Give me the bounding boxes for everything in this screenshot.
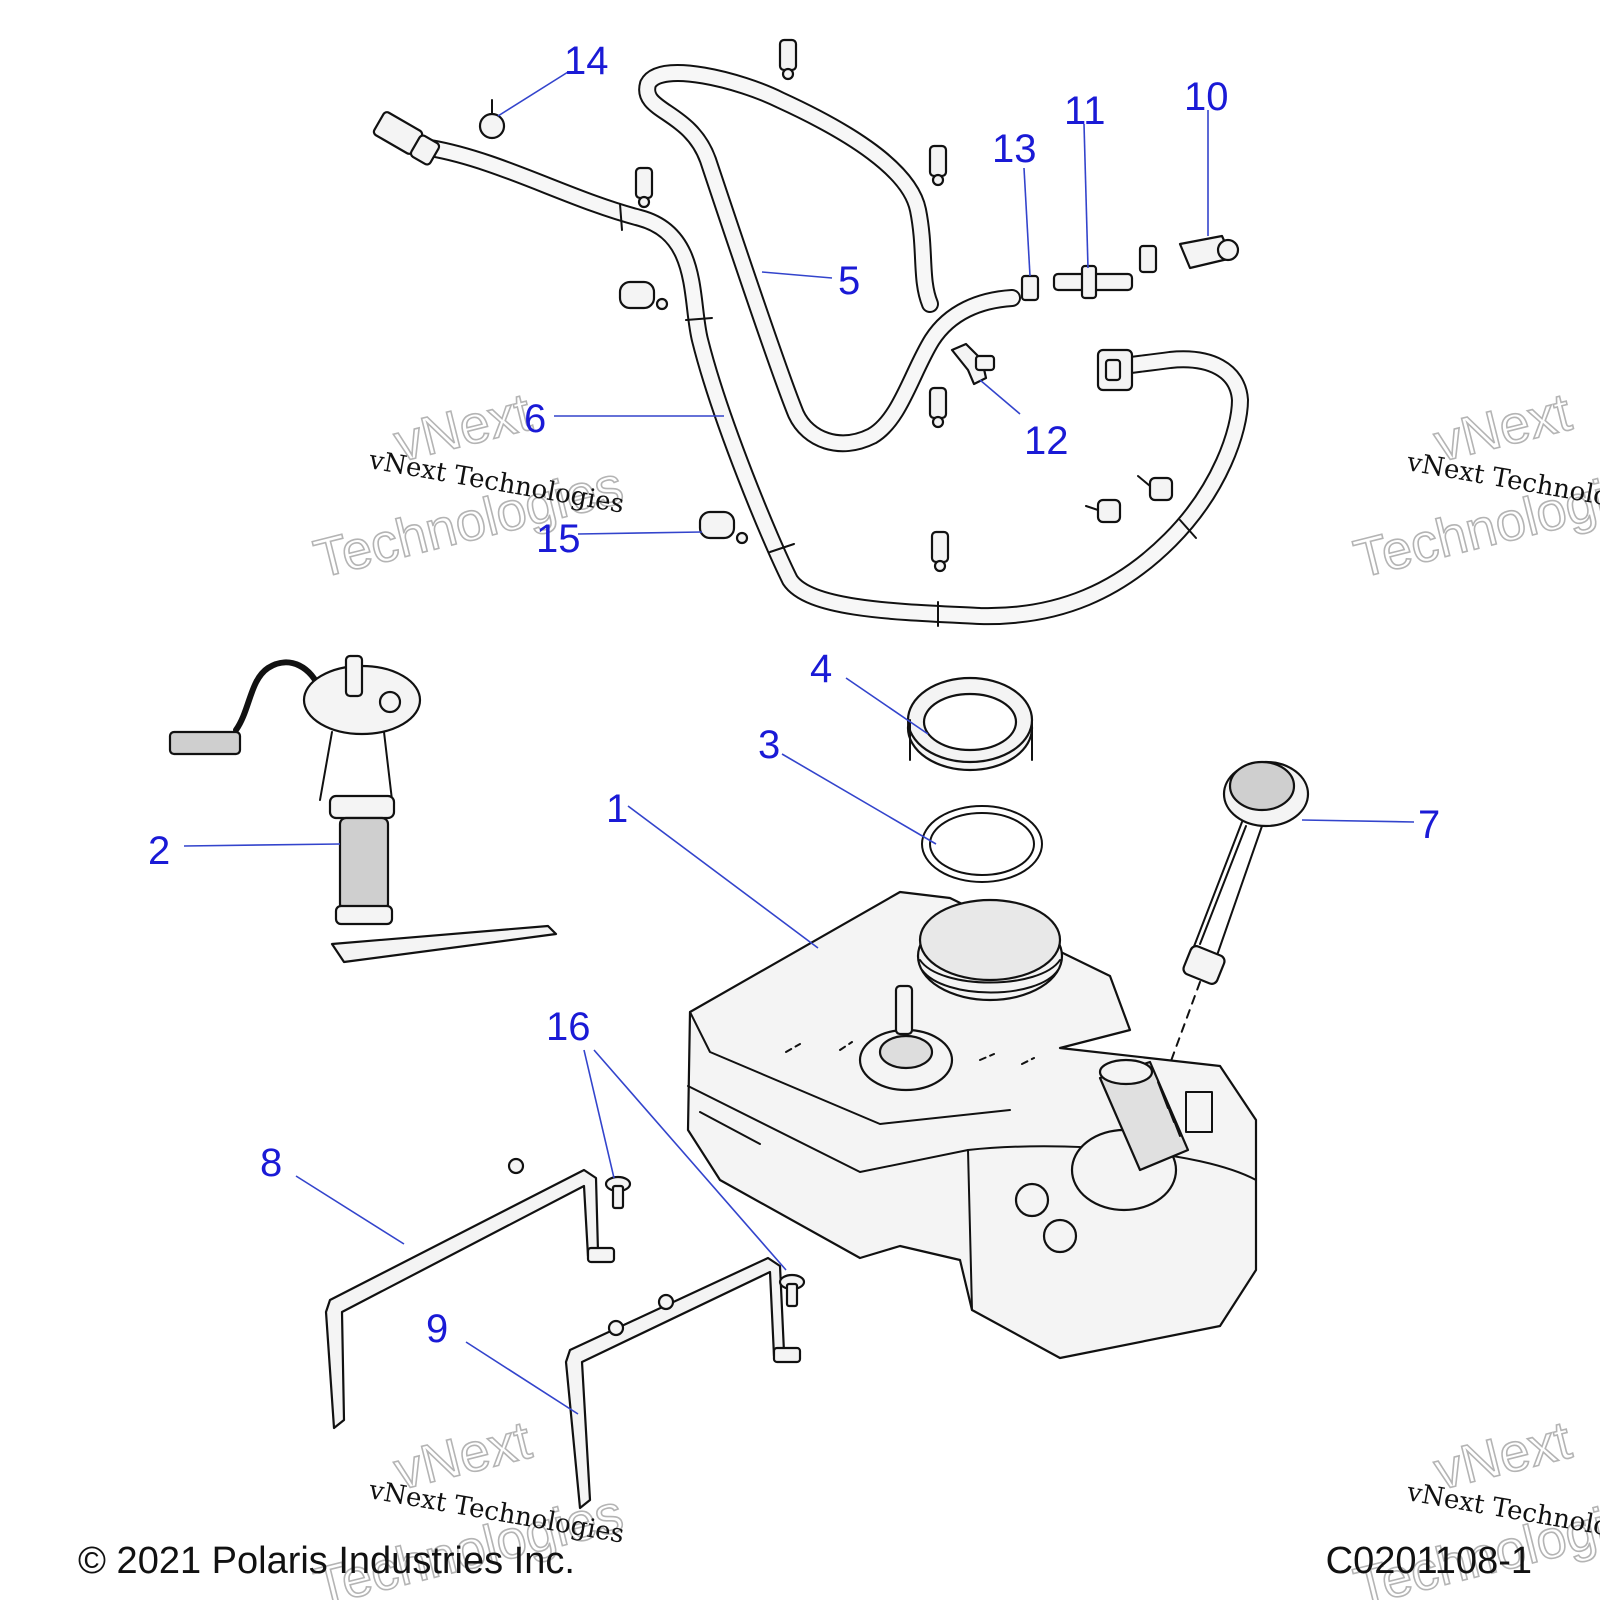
push-clip bbox=[928, 386, 948, 429]
drawing-number: C0201108-1 bbox=[1325, 1540, 1532, 1582]
bracket-8 bbox=[324, 1157, 616, 1430]
callout-13: 13 bbox=[992, 127, 1037, 171]
callout-14: 14 bbox=[564, 39, 609, 83]
vent-fitting-13 bbox=[1020, 274, 1040, 302]
hose-connector-right bbox=[1096, 348, 1134, 392]
push-clip bbox=[1137, 475, 1174, 502]
gasket-3 bbox=[921, 805, 1043, 883]
leader-lines bbox=[183, 71, 1415, 1415]
watermark-left: vNext Technologies vNext Technologies bbox=[308, 381, 630, 590]
callout-11: 11 bbox=[1064, 89, 1106, 133]
fuel-tank-1 bbox=[686, 890, 1258, 1360]
callout-8: 8 bbox=[260, 1141, 282, 1185]
lock-ring-4 bbox=[906, 676, 1034, 772]
fuel-cap-7 bbox=[1163, 760, 1310, 1081]
hose-clamp-15 bbox=[698, 510, 749, 545]
vent-hose-5 bbox=[638, 64, 1021, 453]
push-clip bbox=[778, 38, 798, 81]
callout-1: 1 bbox=[606, 787, 628, 831]
callout-16: 16 bbox=[546, 1005, 591, 1049]
callout-7: 7 bbox=[1418, 803, 1440, 847]
push-clip bbox=[928, 144, 948, 187]
push-clip bbox=[634, 166, 654, 209]
push-clip bbox=[1085, 498, 1122, 524]
callout-6: 6 bbox=[524, 397, 546, 441]
cap-10 bbox=[1178, 234, 1240, 270]
hose-clamp bbox=[618, 280, 669, 311]
hose-connector-left bbox=[372, 111, 441, 166]
copyright-notice: © 2021 Polaris Industries Inc. bbox=[78, 1540, 575, 1582]
callout-9: 9 bbox=[426, 1307, 448, 1351]
push-clip bbox=[930, 530, 950, 573]
bolt-16 bbox=[778, 1273, 806, 1308]
connector-11 bbox=[1052, 244, 1158, 300]
fuel-hose-6 bbox=[421, 139, 1249, 627]
watermark-right: vNext Technologies vNext Technologies bbox=[1348, 381, 1600, 590]
callout-10: 10 bbox=[1184, 75, 1229, 119]
hose-clamp-14 bbox=[478, 99, 506, 140]
elbow-fitting-12 bbox=[950, 342, 996, 386]
callouts: 1 2 3 4 5 6 7 8 9 10 11 12 13 14 15 16 bbox=[148, 39, 1440, 1351]
callout-5: 5 bbox=[838, 259, 860, 303]
callout-12: 12 bbox=[1024, 419, 1069, 463]
callout-15: 15 bbox=[536, 517, 581, 561]
callout-3: 3 bbox=[758, 723, 780, 767]
bolt-16 bbox=[604, 1175, 632, 1210]
callout-4: 4 bbox=[810, 647, 832, 691]
bracket-9 bbox=[564, 1256, 802, 1510]
callout-2: 2 bbox=[148, 829, 170, 873]
fuel-pump-2 bbox=[168, 654, 558, 964]
